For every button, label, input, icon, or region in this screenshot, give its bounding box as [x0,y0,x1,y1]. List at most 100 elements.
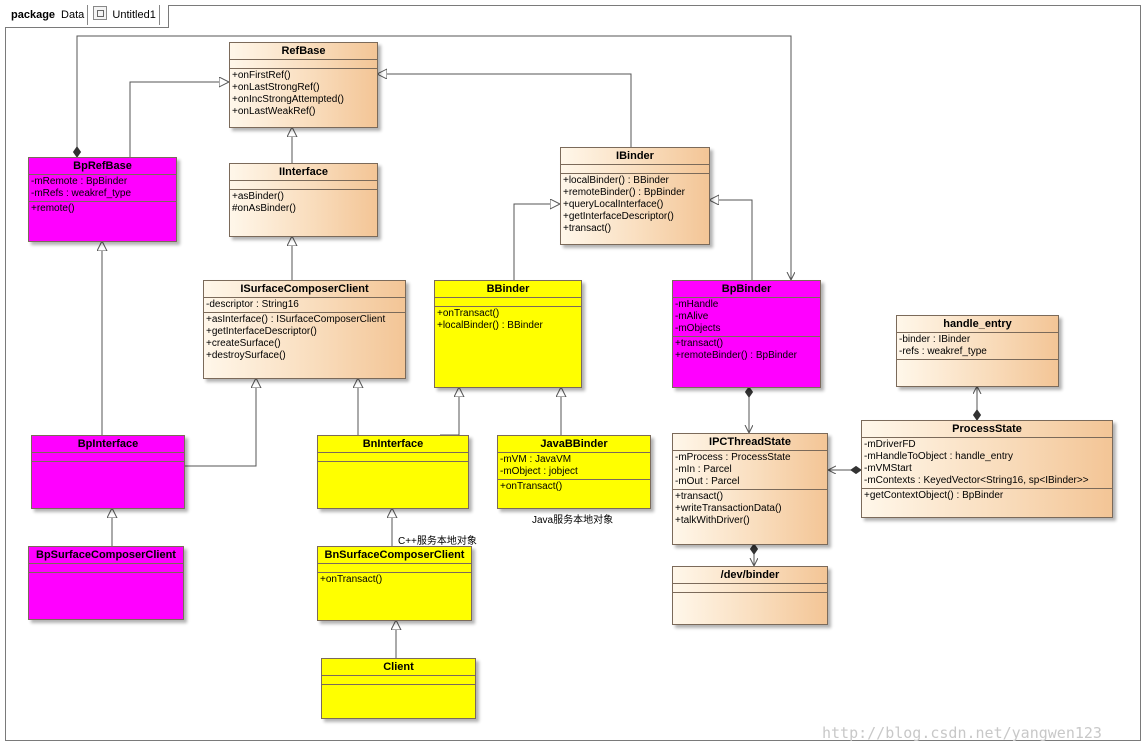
class-client[interactable]: Client [321,658,476,719]
operation-row: +asInterface() : ISurfaceComposerClient [206,314,386,325]
attribute-row: -mVMStart [864,463,912,474]
class-bbinder[interactable]: BBinder +onTransact()+localBinder() : BB… [434,280,582,388]
operation-compartment: +getContextObject() : BpBinder [862,489,1112,503]
attribute-compartment: -mProcess : ProcessState-mIn : Parcel-mO… [673,451,827,490]
class-devbinder[interactable]: /dev/binder [672,566,828,625]
attribute-compartment [318,453,468,462]
attribute-row: -binder : IBinder [899,334,971,345]
assoc-bprefbase-bpbinder [77,35,791,280]
operation-row: +localBinder() : BBinder [563,175,669,186]
class-bprefbase[interactable]: BpRefBase -mRemote : BpBinder-mRefs : we… [28,157,177,242]
class-isurfacecomposerclient[interactable]: ISurfaceComposerClient -descriptor : Str… [203,280,406,379]
attribute-row: -mObject : jobject [500,466,578,477]
attribute-compartment: -mRemote : BpBinder-mRefs : weakref_type [29,175,176,202]
class-name: BpSurfaceComposerClient [29,547,183,564]
operation-row: +transact() [675,338,724,349]
attribute-compartment [29,564,183,573]
class-diagram-icon [93,6,108,20]
class-name: IPCThreadState [673,434,827,451]
attribute-compartment [230,60,377,69]
gen-bninterface-bbinder [440,387,459,436]
class-refbase[interactable]: RefBase +onFirstRef()+onLastStrongRef()+… [229,42,378,128]
gen-bpbinder-ibinder [709,200,753,280]
operation-row: +transact() [675,491,724,502]
operation-compartment: +localBinder() : BBinder+remoteBinder() … [561,174,709,236]
class-name: BpBinder [673,281,820,298]
class-name: BnSurfaceComposerClient [318,547,471,564]
diagram-name: Untitled1 [112,9,156,21]
operation-compartment [29,573,183,581]
operation-row: +getContextObject() : BpBinder [864,490,1004,501]
operation-compartment: +onTransact() [498,480,650,494]
attribute-compartment [318,564,471,573]
attribute-row: -mRefs : weakref_type [31,188,132,199]
operation-compartment [673,593,827,601]
gen-bbinder-ibinder [513,204,560,280]
operation-row: +onIncStrongAttempted() [232,94,345,105]
class-name: BBinder [435,281,581,298]
operation-compartment [897,360,1058,368]
class-ipcthreadstate[interactable]: IPCThreadState -mProcess : ProcessState-… [672,433,828,545]
class-bninterface[interactable]: BnInterface [317,435,469,509]
operation-compartment: +onFirstRef()+onLastStrongRef()+onIncStr… [230,69,377,119]
attribute-row: -mContexts : KeyedVector<String16, sp<IB… [864,475,1089,486]
class-bpbinder[interactable]: BpBinder -mHandle-mAlive-mObjects +trans… [672,280,821,388]
class-handle-entry[interactable]: handle_entry -binder : IBinder-refs : we… [896,315,1059,387]
class-javabbinder[interactable]: JavaBBinder -mVM : JavaVM-mObject : jobj… [497,435,651,509]
operation-row: +onLastStrongRef() [232,82,320,93]
class-name: BpRefBase [29,158,176,175]
operation-row: +onTransact() [320,574,383,585]
operation-row: +transact() [563,223,612,234]
diagram-ref[interactable]: Untitled1 [87,5,160,25]
attribute-compartment [673,584,827,593]
operation-compartment [318,462,468,470]
note-java-local-object: Java服务本地对象 [532,515,614,526]
gen-bpinterface-isurface [184,378,256,467]
class-bnsurfacecomposerclient[interactable]: BnSurfaceComposerClient +onTransact() [317,546,472,621]
note-cpp-local-object: C++服务本地对象 [398,536,477,547]
operation-row: #onAsBinder() [232,203,296,214]
class-name: IBinder [561,148,709,165]
operation-row: +getInterfaceDescriptor() [206,326,317,337]
operation-row: +onLastWeakRef() [232,106,316,117]
class-name: IInterface [230,164,377,181]
class-processstate[interactable]: ProcessState -mDriverFD-mHandleToObject … [861,420,1113,518]
operation-row: +queryLocalInterface() [563,199,664,210]
operation-row: +remote() [31,203,75,214]
operation-compartment [322,685,475,693]
operation-compartment: +onTransact() [318,573,471,587]
attribute-compartment: -mDriverFD-mHandleToObject : handle_entr… [862,438,1112,489]
operation-row: +remoteBinder() : BpBinder [675,350,798,361]
gen-bprefbase-refbase [129,82,229,157]
attribute-row: -refs : weakref_type [899,346,987,357]
attribute-row: -mHandleToObject : handle_entry [864,451,1013,462]
operation-row: +destroySurface() [206,350,286,361]
attribute-row: -mIn : Parcel [675,464,732,475]
attribute-compartment [322,676,475,685]
class-name: ISurfaceComposerClient [204,281,405,298]
class-name: /dev/binder [673,567,827,584]
operation-compartment: +transact()+writeTransactionData()+talkW… [673,490,827,528]
operation-row: +onFirstRef() [232,70,291,81]
class-iinterface[interactable]: IInterface +asBinder()#onAsBinder() [229,163,378,237]
operation-row: +createSurface() [206,338,281,349]
class-name: ProcessState [862,421,1112,438]
attribute-compartment: -mHandle-mAlive-mObjects [673,298,820,337]
attribute-row: -mAlive [675,311,709,322]
class-bpsurfacecomposerclient[interactable]: BpSurfaceComposerClient [28,546,184,620]
operation-row: +localBinder() : BBinder [437,320,543,331]
attribute-row: -mObjects [675,323,721,334]
operation-compartment: +transact()+remoteBinder() : BpBinder [673,337,820,363]
package-keyword: package [11,9,56,21]
class-bpinterface[interactable]: BpInterface [31,435,185,509]
gen-ibinder-refbase [377,74,632,147]
attribute-compartment [561,165,709,174]
attribute-row: -descriptor : String16 [206,299,299,310]
class-ibinder[interactable]: IBinder +localBinder() : BBinder+remoteB… [560,147,710,245]
class-name: BpInterface [32,436,184,453]
operation-row: +onTransact() [500,481,563,492]
package-name: Data [61,9,85,21]
attribute-compartment [32,453,184,462]
attribute-row: -mVM : JavaVM [500,454,572,465]
